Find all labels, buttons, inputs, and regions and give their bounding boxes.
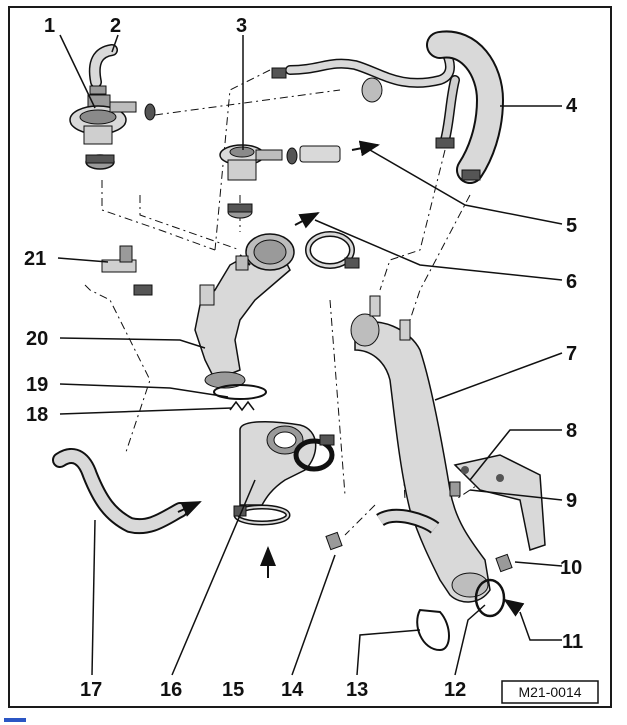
part-14-bolt (325, 531, 343, 551)
callout-labels: 1 2 3 4 5 6 7 8 9 10 11 12 13 14 15 16 1… (24, 15, 583, 701)
part-1-valve (69, 94, 156, 170)
callout-2: 2 (110, 15, 121, 37)
callout-16: 16 (160, 679, 182, 701)
exploded-parts-diagram: 1 2 3 4 5 6 7 8 9 10 11 12 13 14 15 16 1… (24, 15, 599, 704)
callout-8: 8 (566, 420, 577, 442)
callout-6: 6 (566, 271, 577, 293)
part-20-intake-elbow (194, 233, 295, 389)
part-2-vent-hose (88, 44, 118, 95)
callout-7: 7 (566, 343, 577, 365)
part-18-spring-clip (229, 400, 255, 412)
callout-19: 19 (26, 374, 48, 396)
assembly-guide-lines (84, 69, 501, 536)
part-6-hose-clamp (305, 231, 360, 269)
callout-1: 1 (44, 15, 55, 37)
reference-code-box: M21-0014 (501, 680, 599, 704)
callout-12: 12 (444, 679, 466, 701)
part-4-crankcase-hose (271, 30, 505, 184)
part-17-breather-hose (52, 448, 188, 535)
callout-9: 9 (566, 490, 577, 512)
callout-14: 14 (281, 679, 304, 701)
direction-arrows (177, 140, 525, 617)
part-16-intake-elbow (239, 420, 335, 506)
callout-11: 11 (562, 631, 583, 653)
callout-5: 5 (566, 215, 577, 237)
callout-18: 18 (26, 404, 48, 426)
part-13-seal (416, 608, 450, 652)
callout-3: 3 (236, 15, 247, 37)
part-3-valve (219, 144, 341, 219)
part-21-check-valve (101, 245, 153, 296)
part-12-o-ring (474, 578, 506, 618)
bottom-strip (0, 710, 627, 725)
reference-code: M21-0014 (518, 684, 581, 700)
part-7-intake-pipe (350, 295, 491, 603)
callout-21: 21 (24, 248, 46, 270)
callout-20: 20 (26, 328, 48, 350)
bottom-accent-bar (4, 718, 26, 722)
part-19-o-ring (213, 384, 267, 400)
part-15-hose-clamp (233, 504, 291, 526)
callout-4: 4 (566, 95, 578, 117)
callout-17: 17 (80, 679, 102, 701)
callout-leader-lines (57, 34, 563, 676)
callout-10: 10 (560, 557, 582, 579)
part-9-bolt (449, 481, 461, 497)
callout-15: 15 (222, 679, 244, 701)
callout-13: 13 (346, 679, 368, 701)
part-10-bolt (495, 553, 513, 573)
